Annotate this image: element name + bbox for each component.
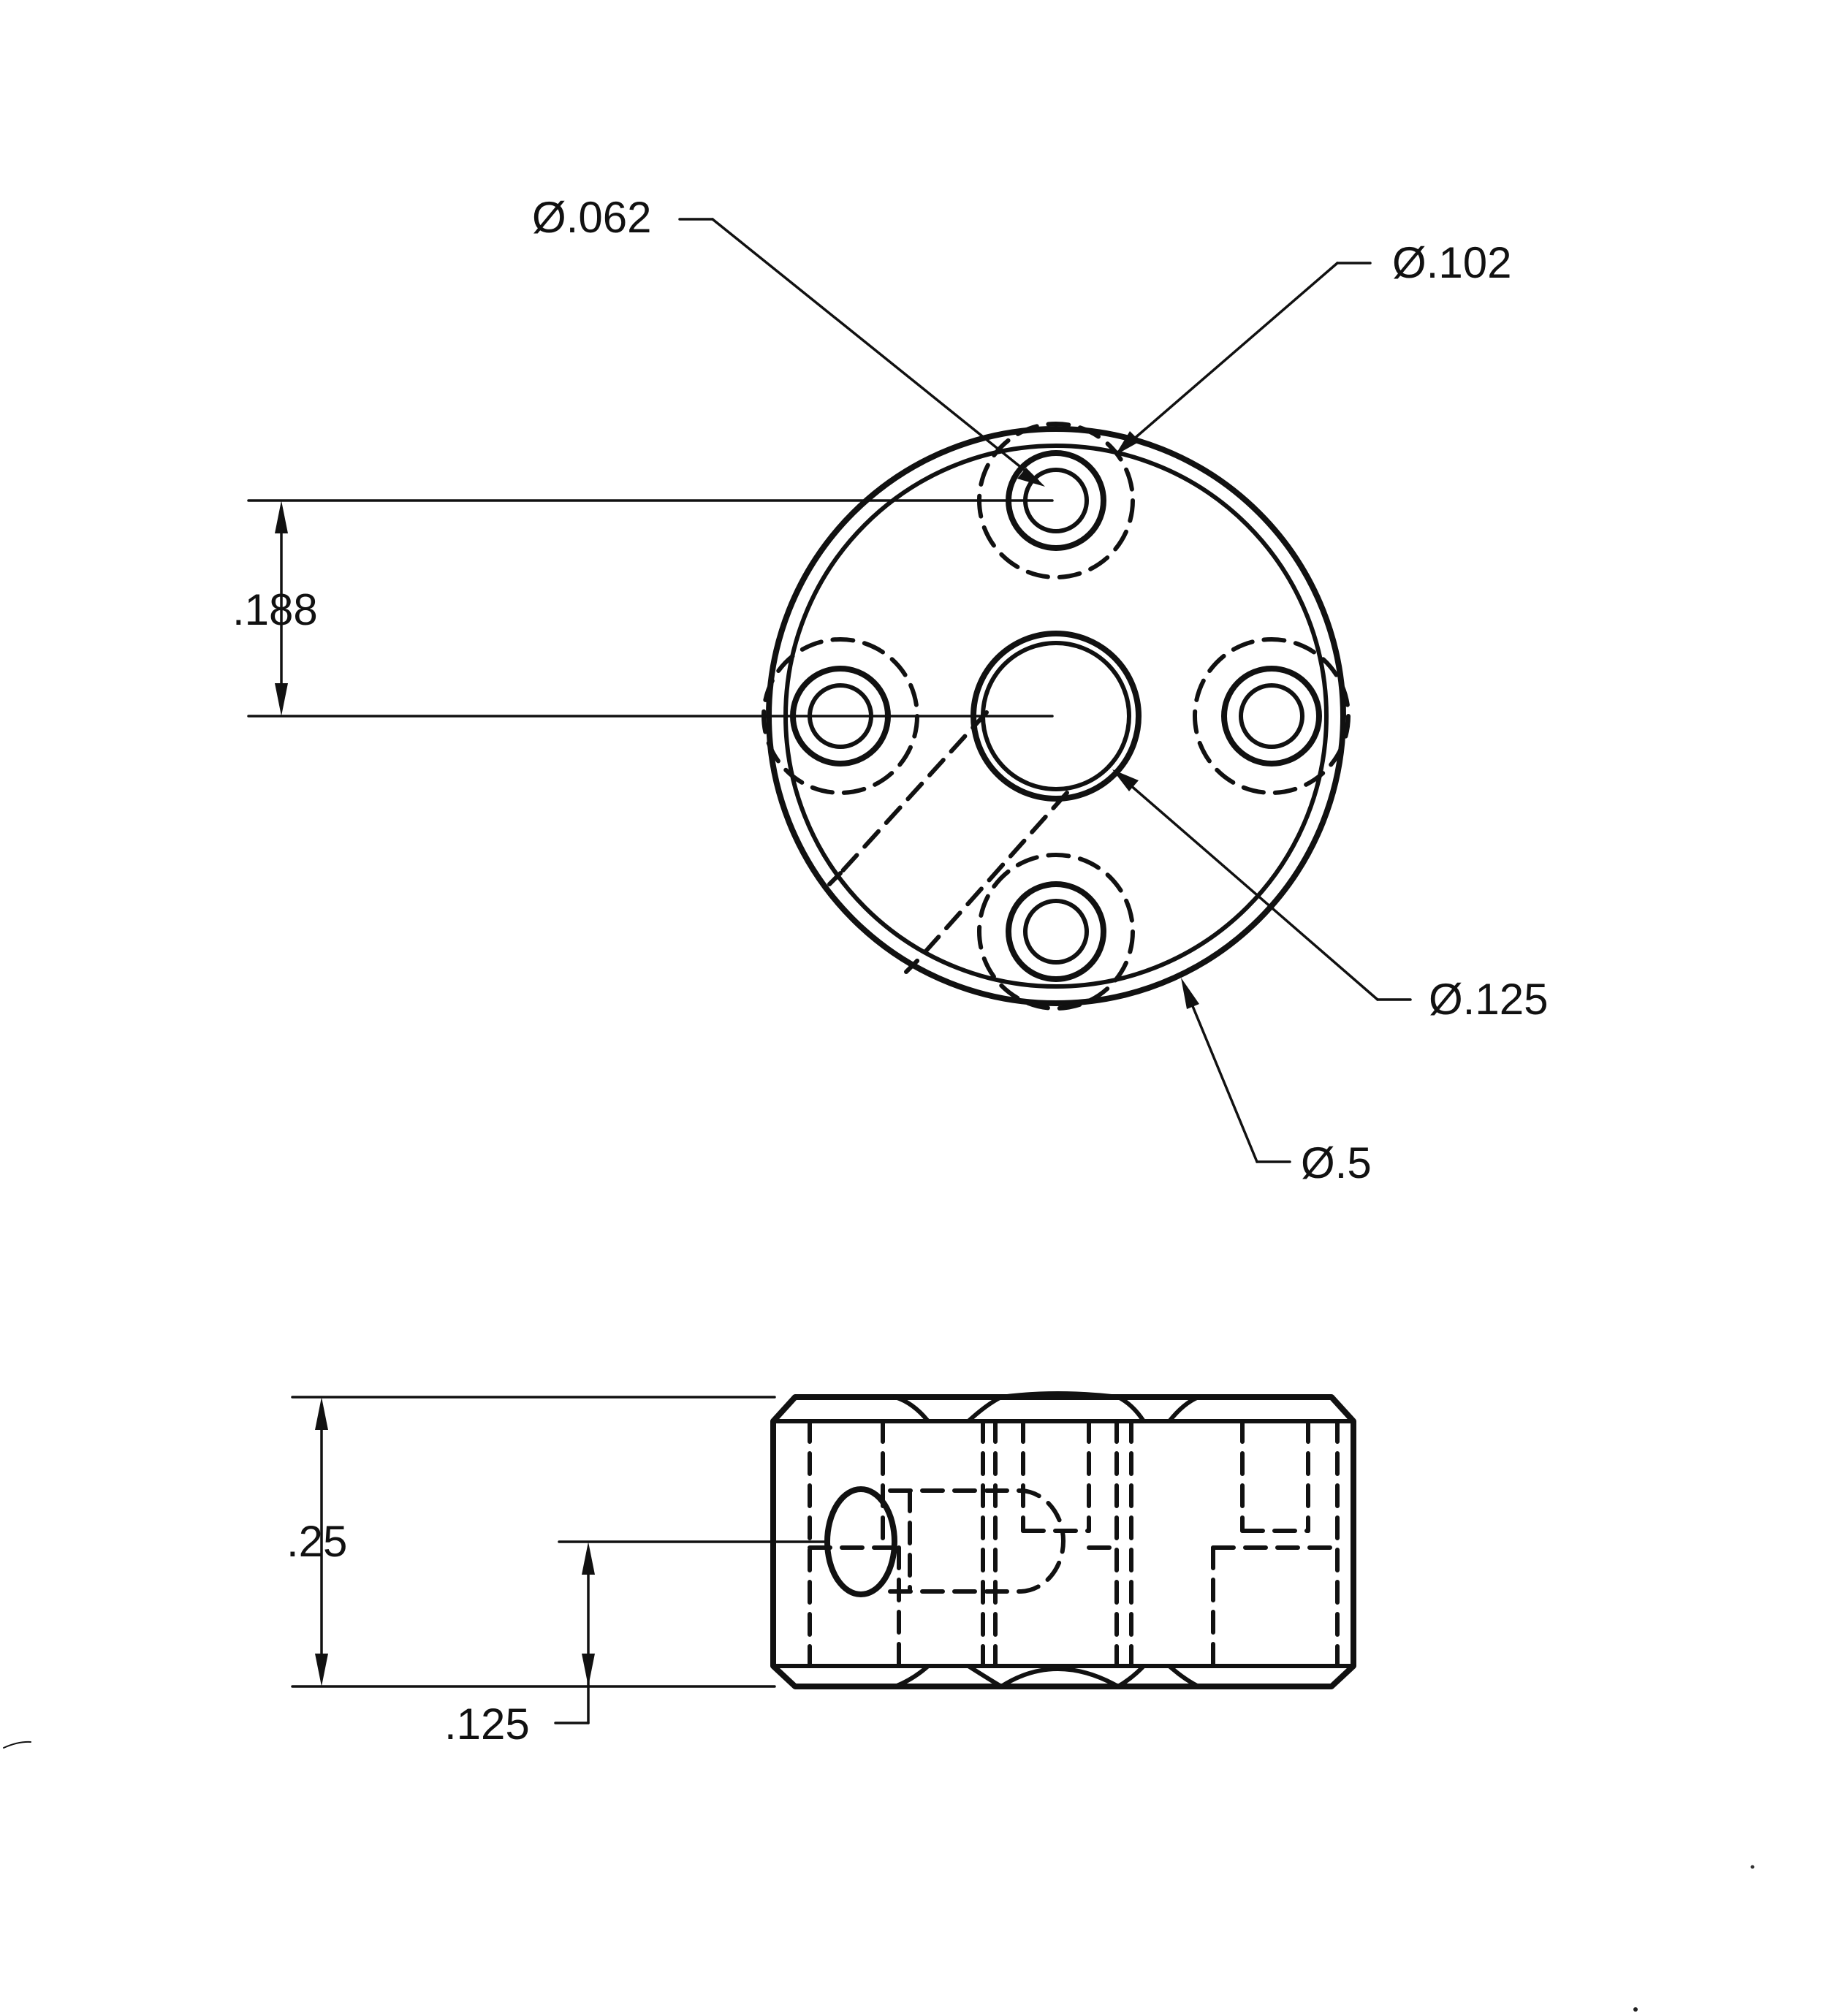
- dim-25: [291, 1396, 776, 1688]
- dim-25-label: .25: [286, 1517, 347, 1566]
- leader-062: [678, 218, 1045, 487]
- hole-right: [1193, 637, 1351, 795]
- leader-062-label: Ø.062: [532, 193, 651, 242]
- leader-102: [1115, 262, 1372, 455]
- hole-bottom: [977, 853, 1135, 1011]
- side-view: .25 .125: [286, 1391, 1356, 1749]
- dim-125: [554, 1540, 827, 1724]
- leader-102-label: Ø.102: [1392, 238, 1511, 287]
- scan-specks: [3, 1741, 1755, 2012]
- side-hidden-lines: [808, 1419, 1340, 1668]
- leader-5-label: Ø.5: [1301, 1138, 1372, 1187]
- dim-188-label: .188: [232, 585, 318, 634]
- dim-188: [247, 499, 1054, 718]
- dim-125-label: .125: [444, 1700, 530, 1749]
- side-outline: [770, 1394, 1356, 1689]
- leader-125-label: Ø.125: [1429, 975, 1548, 1024]
- hidden-cross-hole: [827, 710, 1069, 974]
- cross-hole: [824, 1486, 897, 1597]
- top-view: .188 Ø.062 Ø.102 Ø.125 Ø.5: [232, 193, 1548, 1187]
- leader-5: [1181, 978, 1291, 1163]
- leader-125: [1112, 769, 1412, 1001]
